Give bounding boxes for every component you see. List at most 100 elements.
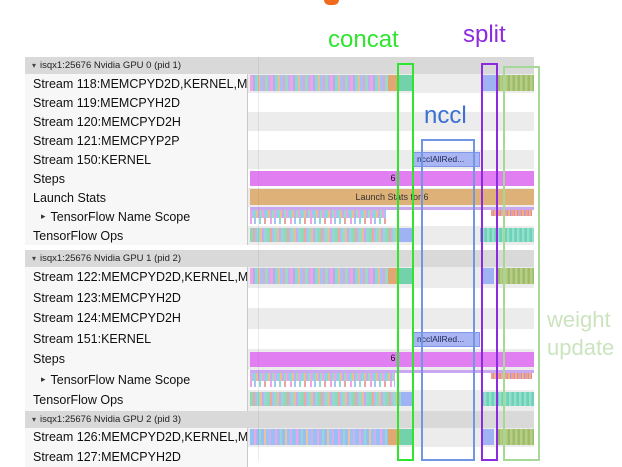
row-stream-122: Stream 122:MEMCPYD2D,KERNEL,MI xyxy=(25,267,534,288)
section-gpu0: ▾ isqx1:25676 Nvidia GPU 0 (pid 1) Strea… xyxy=(25,57,534,245)
row-track: Launch Stats for 6 xyxy=(248,188,534,207)
row-label[interactable]: Stream 120:MEMCPYD2H xyxy=(25,112,248,131)
row-track: 6 xyxy=(248,169,534,188)
nccl-annotation-label: nccl xyxy=(424,102,467,129)
clipped-orange-annotation xyxy=(324,0,339,5)
section-title: isqx1:25676 Nvidia GPU 0 (pid 1) xyxy=(40,60,182,71)
row-track xyxy=(248,74,534,93)
row-stream-123: Stream 123:MEMCPYH2D xyxy=(25,287,534,308)
activity-segment[interactable] xyxy=(388,75,398,91)
expand-triangle-icon[interactable]: ▸ xyxy=(41,374,46,385)
nccl-allreduce-bar[interactable]: ncclAllRed... xyxy=(413,152,480,167)
row-stream-120: Stream 120:MEMCPYD2H xyxy=(25,112,534,131)
row-track xyxy=(248,390,534,411)
ops-segment[interactable] xyxy=(401,392,413,406)
row-label[interactable]: Stream 124:MEMCPYD2H xyxy=(25,308,248,329)
ops-segment[interactable] xyxy=(398,228,413,242)
step-number: 6 xyxy=(390,173,396,183)
trace-viewer: ▾ isqx1:25676 Nvidia GPU 0 (pid 1) Strea… xyxy=(25,57,534,467)
row-track xyxy=(248,207,534,226)
concat-op-segment[interactable] xyxy=(398,75,413,91)
name-scope-top-line[interactable] xyxy=(250,207,534,210)
row-stream-118: Stream 118:MEMCPYD2D,KERNEL,ME xyxy=(25,74,534,93)
row-tf-name-scope: ▸ TensorFlow Name Scope xyxy=(25,207,534,226)
concat-op-segment[interactable] xyxy=(398,268,413,284)
row-tf-ops: TensorFlow Ops xyxy=(25,390,534,411)
row-launch-stats: Launch Stats Launch Stats for 6 xyxy=(25,188,534,207)
ops-activity-right[interactable] xyxy=(482,392,534,406)
row-label[interactable]: Steps xyxy=(25,169,248,188)
name-scope-activity[interactable] xyxy=(250,372,395,387)
row-label[interactable]: TensorFlow Ops xyxy=(25,390,248,411)
section-title: isqx1:25676 Nvidia GPU 1 (pid 2) xyxy=(40,253,182,264)
row-tf-ops: TensorFlow Ops xyxy=(25,226,534,245)
row-label[interactable]: Stream 123:MEMCPYH2D xyxy=(25,287,248,308)
weight-update-segment[interactable] xyxy=(498,75,534,91)
steps-bar[interactable] xyxy=(250,171,534,186)
row-label[interactable]: Stream 118:MEMCPYD2D,KERNEL,ME xyxy=(25,74,248,93)
row-label[interactable]: Stream 121:MEMCPYP2P xyxy=(25,131,248,150)
kernel-activity-bar[interactable] xyxy=(250,75,388,91)
row-label[interactable]: Launch Stats xyxy=(25,188,248,207)
row-label-text: TensorFlow Name Scope xyxy=(50,372,191,387)
step-number: 6 xyxy=(390,353,396,363)
row-track: 6 xyxy=(248,349,534,370)
kernel-activity-bar[interactable] xyxy=(250,428,388,445)
nccl-callout-box xyxy=(421,139,475,461)
row-tf-name-scope: ▸ TensorFlow Name Scope xyxy=(25,369,534,391)
row-label[interactable]: ▸ TensorFlow Name Scope xyxy=(25,369,248,390)
weight-update-annotation-label: weight update xyxy=(547,306,614,362)
row-track: ncclAllRed... xyxy=(248,150,534,169)
row-label[interactable]: ▸ TensorFlow Name Scope xyxy=(25,207,248,226)
split-annotation-label: split xyxy=(463,21,506,48)
row-label-text: TensorFlow Name Scope xyxy=(50,209,191,224)
section-header-gpu1[interactable]: ▾ isqx1:25676 Nvidia GPU 1 (pid 2) xyxy=(25,250,534,267)
weight-update-segment[interactable] xyxy=(498,428,534,445)
section-header-gpu0[interactable]: ▾ isqx1:25676 Nvidia GPU 0 (pid 1) xyxy=(25,57,534,74)
row-track xyxy=(248,112,534,131)
row-stream-121: Stream 121:MEMCPYP2P xyxy=(25,131,534,150)
concat-annotation-label: concat xyxy=(328,26,399,53)
concat-callout-box xyxy=(397,63,414,461)
name-scope-activity-right[interactable] xyxy=(491,372,532,379)
split-callout-box xyxy=(481,63,498,461)
launch-stats-bar[interactable]: Launch Stats for 6 xyxy=(250,189,534,205)
ops-activity-right[interactable] xyxy=(480,228,534,242)
name-scope-top-line[interactable] xyxy=(250,369,534,373)
row-label[interactable]: Stream 150:KERNEL xyxy=(25,150,248,169)
row-label[interactable]: Steps xyxy=(25,349,248,370)
kernel-activity-bar[interactable] xyxy=(250,268,388,284)
name-scope-activity[interactable] xyxy=(250,210,386,224)
section-gpu2: ▾ isqx1:25676 Nvidia GPU 2 (pid 3) Strea… xyxy=(25,410,534,467)
row-label[interactable]: Stream 126:MEMCPYD2D,KERNEL,MI xyxy=(25,427,248,447)
section-header-gpu2[interactable]: ▾ isqx1:25676 Nvidia GPU 2 (pid 3) xyxy=(25,410,534,428)
split-op-segment[interactable] xyxy=(482,428,494,445)
row-label[interactable]: Stream 122:MEMCPYD2D,KERNEL,MI xyxy=(25,267,248,288)
row-steps: Steps 6 xyxy=(25,349,534,370)
row-label[interactable]: Stream 119:MEMCPYH2D xyxy=(25,93,248,112)
weight-update-callout-box xyxy=(503,66,540,461)
activity-segment[interactable] xyxy=(388,268,398,284)
row-track xyxy=(248,226,534,245)
steps-bar[interactable] xyxy=(250,352,534,367)
split-op-segment[interactable] xyxy=(483,268,494,284)
ops-activity-bar[interactable] xyxy=(250,228,398,242)
row-stream-119: Stream 119:MEMCPYH2D xyxy=(25,93,534,112)
collapse-triangle-icon: ▾ xyxy=(32,61,37,70)
row-stream-126: Stream 126:MEMCPYD2D,KERNEL,MI xyxy=(25,427,534,447)
row-label[interactable]: TensorFlow Ops xyxy=(25,226,248,245)
row-label[interactable]: Stream 151:KERNEL xyxy=(25,328,248,349)
ops-activity-bar[interactable] xyxy=(250,392,401,406)
expand-triangle-icon[interactable]: ▸ xyxy=(41,211,46,221)
row-label[interactable]: Stream 127:MEMCPYH2D xyxy=(25,447,248,467)
collapse-triangle-icon: ▾ xyxy=(32,254,37,263)
row-track xyxy=(248,369,534,391)
name-scope-activity-right[interactable] xyxy=(491,210,532,216)
split-op-segment[interactable] xyxy=(482,75,496,91)
row-stream-151: Stream 151:KERNEL ncclAllRed... xyxy=(25,328,534,349)
weight-update-segment[interactable] xyxy=(498,268,534,284)
time-gridline xyxy=(258,57,259,461)
concat-op-segment[interactable] xyxy=(400,428,413,445)
row-stream-124: Stream 124:MEMCPYD2H xyxy=(25,308,534,329)
section-title: isqx1:25676 Nvidia GPU 2 (pid 3) xyxy=(40,413,182,425)
